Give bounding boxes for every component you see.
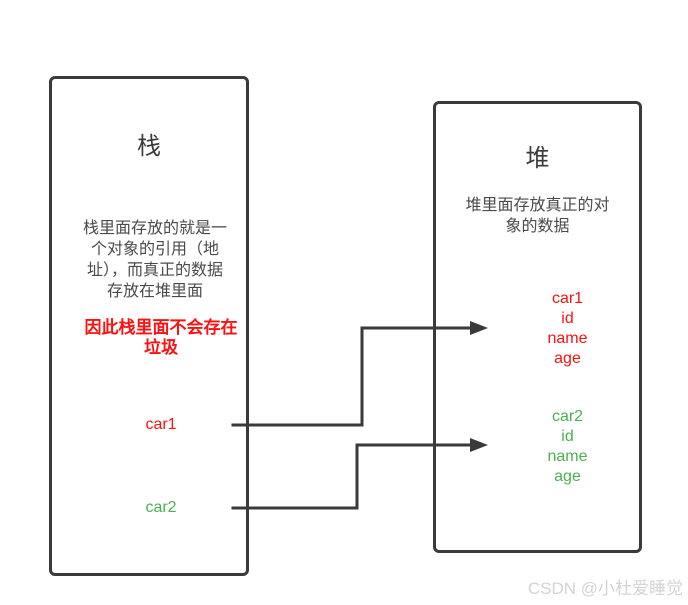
stack-title: 栈 bbox=[137, 133, 161, 160]
stack-warning-text: 因此栈里面不会存在 垃圾 bbox=[84, 318, 238, 357]
heap-object-car1: car1 id name age bbox=[547, 290, 588, 367]
stack-box bbox=[49, 76, 249, 576]
stack-item-car2: car2 bbox=[145, 499, 177, 516]
watermark: CSDN @小杜爱睡觉 bbox=[527, 579, 683, 598]
stack-item-car1: car1 bbox=[145, 416, 177, 433]
heap-description: 堆里面存放真正的对 象的数据 bbox=[465, 197, 610, 235]
heap-title: 堆 bbox=[525, 145, 550, 172]
stack-description: 栈里面存放的就是一 个对象的引用（地 址），而真正的数据 存放在堆里面 bbox=[82, 220, 227, 300]
heap-object-car2: car2 id name age bbox=[547, 408, 588, 485]
